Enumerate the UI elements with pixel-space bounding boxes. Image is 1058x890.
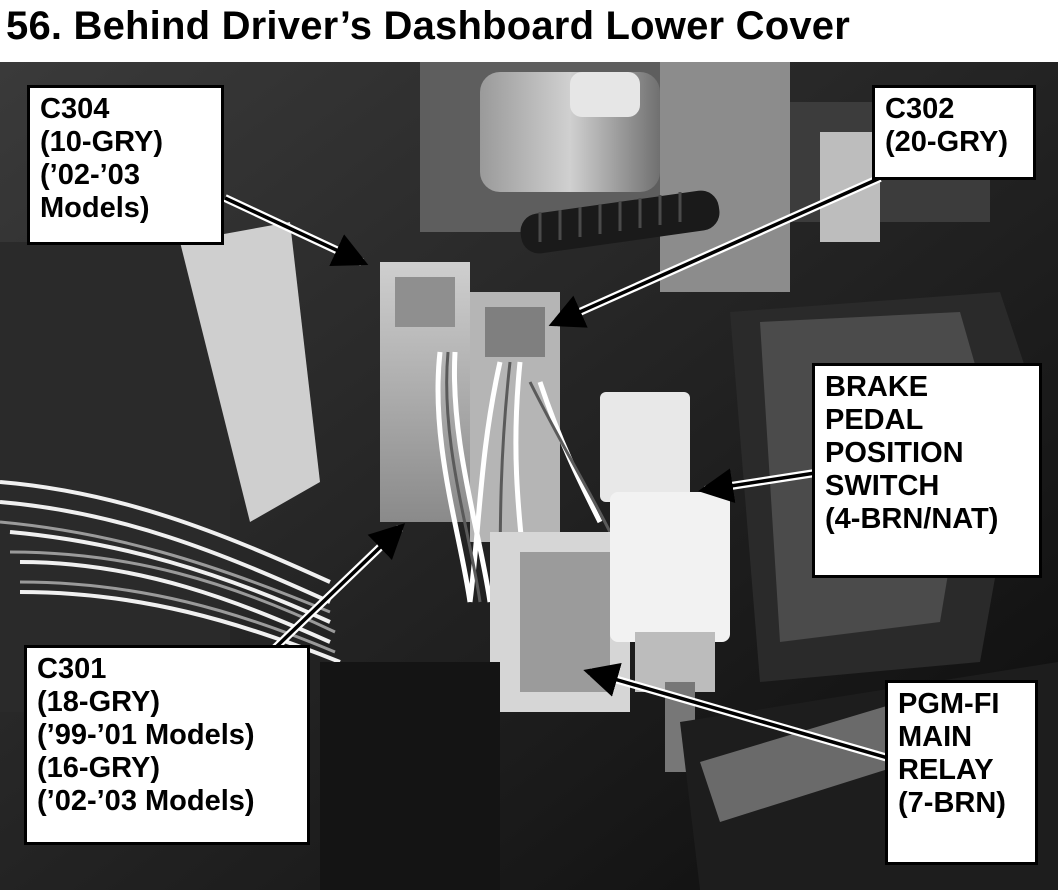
callout-c304-line-3: (’02-’03 — [40, 159, 140, 191]
callout-c301-line-5: (’02-’03 Models) — [37, 785, 255, 817]
callout-c304-line-4: Models) — [40, 192, 150, 224]
callout-brake-line-3: POSITION — [825, 437, 964, 469]
callout-brake-pedal-switch: BRAKE PEDAL POSITION SWITCH (4-BRN/NAT) — [812, 363, 1042, 578]
callout-c304-line-1: C304 — [40, 93, 110, 125]
callout-pgm-line-3: RELAY — [898, 754, 994, 786]
callout-brake-line-5: (4-BRN/NAT) — [825, 503, 999, 535]
page-title: 56. Behind Driver’s Dashboard Lower Cove… — [6, 4, 851, 48]
callout-c301-line-2: (18-GRY) — [37, 686, 160, 718]
callout-c304-line-2: (10-GRY) — [40, 126, 163, 158]
callout-c302-line-2: (20-GRY) — [885, 126, 1008, 158]
callout-c301-line-4: (16-GRY) — [37, 752, 160, 784]
callout-c304: C304 (10-GRY) (’02-’03 Models) — [27, 85, 224, 245]
callout-brake-line-1: BRAKE — [825, 371, 929, 403]
callout-pgm-line-4: (7-BRN) — [898, 787, 1006, 819]
callout-c301: C301 (18-GRY) (’99-’01 Models) (16-GRY) … — [24, 645, 310, 845]
callout-c302-line-1: C302 — [885, 93, 955, 125]
callout-pgm-fi-main-relay: PGM-FI MAIN RELAY (7-BRN) — [885, 680, 1038, 865]
callout-c301-line-3: (’99-’01 Models) — [37, 719, 255, 751]
callout-brake-line-2: PEDAL — [825, 404, 924, 436]
callout-pgm-line-1: PGM-FI — [898, 688, 1000, 720]
callout-c302: C302 (20-GRY) — [872, 85, 1036, 180]
callout-c301-line-1: C301 — [37, 653, 107, 685]
callout-pgm-line-2: MAIN — [898, 721, 973, 753]
callout-brake-line-4: SWITCH — [825, 470, 940, 502]
